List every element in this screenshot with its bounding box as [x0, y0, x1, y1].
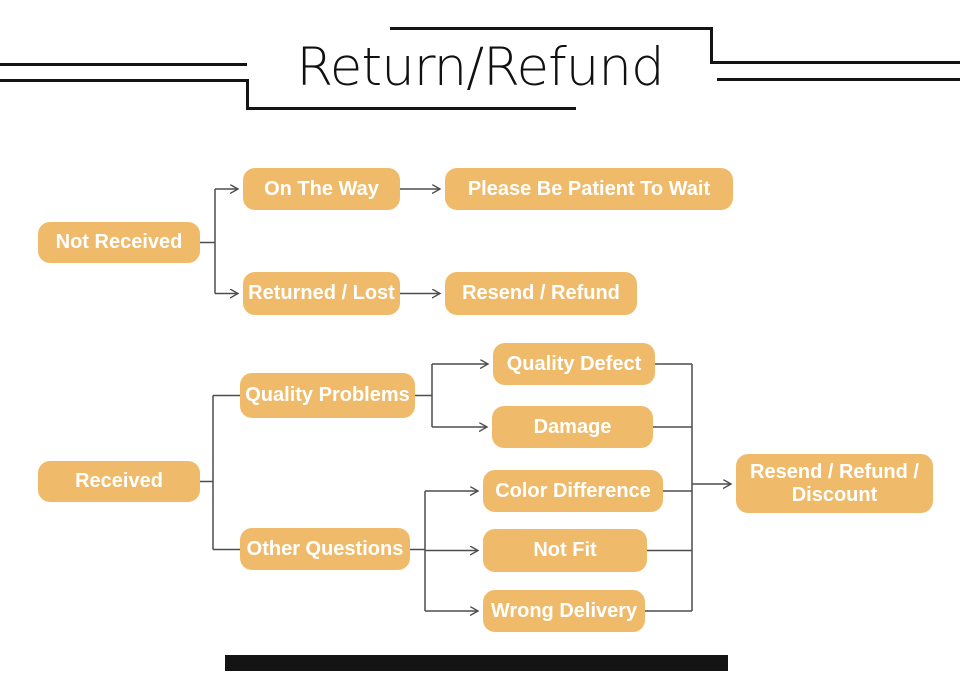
node-quality-defect: Quality Defect [493, 343, 655, 385]
title-decoration-bottom-line [246, 107, 576, 110]
footer-bar [225, 655, 728, 671]
node-not-fit: Not Fit [483, 529, 647, 572]
title-decoration-left-line-1 [0, 63, 247, 66]
title-decoration-top-bar [390, 27, 713, 30]
node-not-received: Not Received [38, 222, 200, 263]
node-color-difference: Color Difference [483, 470, 663, 512]
node-resend-refund-discount: Resend / Refund / Discount [736, 454, 933, 513]
node-damage: Damage [492, 406, 653, 448]
title-decoration-right-line-1 [710, 61, 960, 64]
node-resend-refund: Resend / Refund [445, 272, 637, 315]
title-decoration-top-vertical [710, 27, 713, 64]
title-decoration-left-vertical [246, 79, 249, 110]
title-decoration-right-line-2 [717, 78, 960, 81]
node-on-the-way: On The Way [243, 168, 400, 210]
edge-lines [200, 189, 693, 612]
node-please-be-patient: Please Be Patient To Wait [445, 168, 733, 210]
title-decoration-left-line-2 [0, 79, 249, 82]
node-returned-lost: Returned / Lost [243, 272, 400, 315]
node-wrong-delivery: Wrong Delivery [483, 590, 645, 632]
page-title: Return/Refund [296, 37, 664, 98]
node-other-questions: Other Questions [240, 528, 410, 570]
node-received: Received [38, 461, 200, 502]
node-quality-problems: Quality Problems [240, 373, 415, 418]
